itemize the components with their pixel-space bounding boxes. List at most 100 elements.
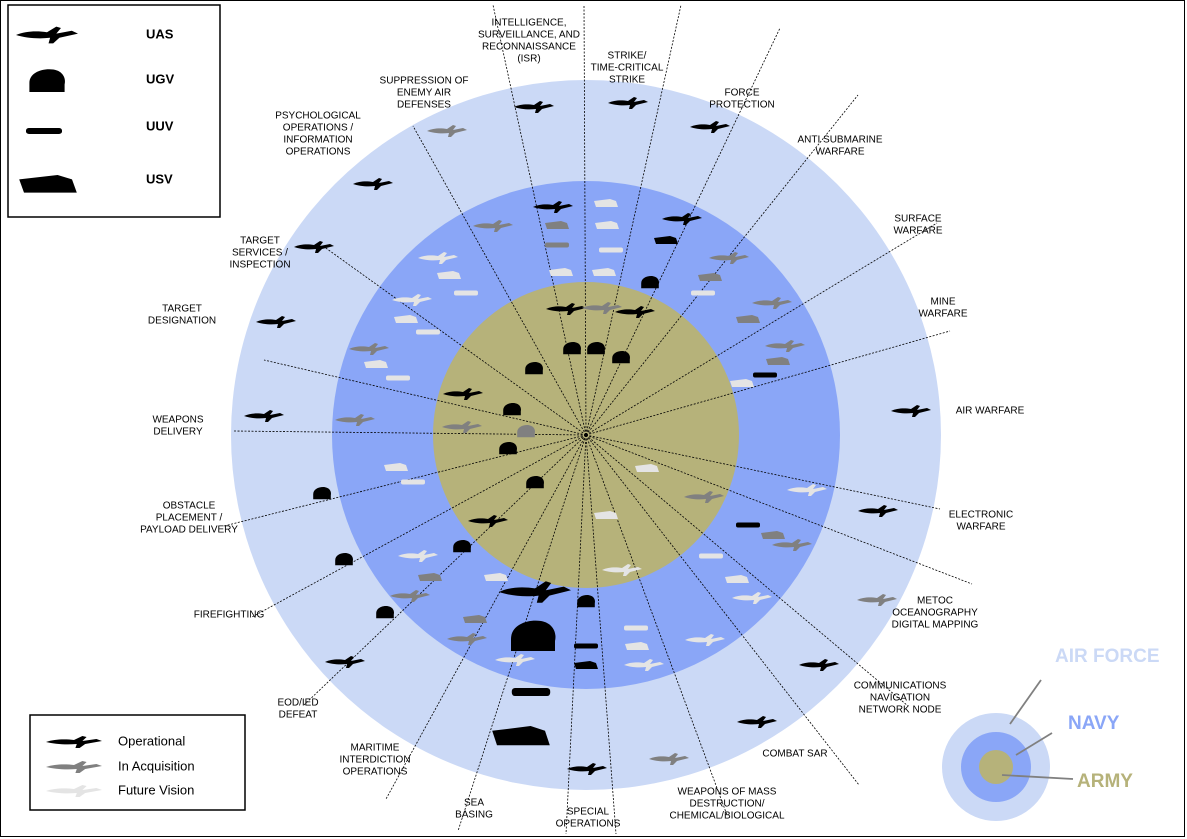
mission-label-line: INTERDICTION bbox=[339, 755, 410, 766]
mission-label-line: OPERATIONS bbox=[343, 767, 408, 778]
mission-label-line: SERVICES / bbox=[232, 248, 288, 259]
mission-label-line: AIR WARFARE bbox=[956, 406, 1025, 417]
mission-label-line: WARFARE bbox=[956, 522, 1005, 533]
mission-label-line: WARFARE bbox=[893, 226, 942, 237]
navy-label: NAVY bbox=[1068, 713, 1120, 734]
mission-label-line: WEAPONS bbox=[152, 415, 203, 426]
mission-label-line: COMBAT SAR bbox=[762, 749, 827, 760]
uuv-icon bbox=[401, 479, 425, 485]
mission-label-line: PROTECTION bbox=[709, 100, 775, 111]
mission-divider bbox=[585, 27, 781, 436]
uuv-icon bbox=[511, 688, 551, 696]
status-legend-box bbox=[29, 714, 246, 811]
mission-divider bbox=[233, 430, 587, 436]
mission-label-line: TIME-CRITICAL bbox=[591, 63, 664, 74]
mission-divider bbox=[263, 359, 587, 436]
mission-label-line: RECONNAISSANCE bbox=[482, 42, 576, 53]
mission-dividers bbox=[223, 4, 973, 835]
mission-label-line: OPERATIONS bbox=[286, 147, 351, 158]
mission-divider bbox=[385, 434, 587, 800]
mission-label-line: ANTI SUBMARINE bbox=[797, 135, 882, 146]
mission-label-line: NETWORK NODE bbox=[859, 705, 942, 716]
air-force-label: AIR FORCE bbox=[1055, 646, 1160, 667]
mission-divider bbox=[585, 434, 860, 786]
mission-label-line: ENEMY AIR bbox=[397, 88, 451, 99]
mission-divider bbox=[585, 434, 617, 835]
mission-divider bbox=[585, 434, 909, 707]
mission-label-line: DIGITAL MAPPING bbox=[892, 620, 979, 631]
mission-label-line: EOD/IED bbox=[277, 698, 318, 709]
uuv-icon bbox=[26, 128, 62, 134]
mission-divider bbox=[585, 94, 859, 436]
navy-pointer bbox=[1015, 732, 1053, 756]
mission-label-line: MARITIME bbox=[351, 743, 400, 754]
uuv-icon bbox=[699, 553, 723, 559]
status-legend: Operational In Acquisition Future Vision bbox=[46, 733, 195, 797]
vehicle-key: UAS UGV UUV USV bbox=[16, 26, 175, 193]
army-label: ARMY bbox=[1077, 771, 1133, 792]
mission-label-line: (ISR) bbox=[517, 54, 540, 65]
vehicle-key-label: UAS bbox=[146, 26, 174, 41]
mission-divider bbox=[565, 434, 587, 835]
army-pointer bbox=[1001, 774, 1074, 780]
mission-label-line: WARFARE bbox=[918, 309, 967, 320]
uuv-icon bbox=[736, 522, 760, 528]
mission-label-line: OCEANOGRAPHY bbox=[892, 608, 978, 619]
mission-label-line: SURFACE bbox=[894, 214, 942, 225]
vehicle-key-label: UUV bbox=[146, 118, 174, 133]
mission-label-line: INFORMATION bbox=[283, 135, 352, 146]
mission-label-line: SUPPRESSION OF bbox=[380, 76, 469, 87]
mission-label-line: DESTRUCTION/ bbox=[690, 799, 765, 810]
mission-label-line: ELECTRONIC bbox=[949, 510, 1013, 521]
mission-label-line: CHEMICAL/BIOLOGICAL bbox=[669, 811, 784, 822]
mission-divider bbox=[585, 434, 728, 816]
mission-label-line: NAVIGATION bbox=[870, 693, 930, 704]
mission-label-line: WARFARE bbox=[815, 147, 864, 158]
mission-label-line: OBSTACLE bbox=[163, 501, 216, 512]
mission-label-line: COMMUNICATIONS bbox=[854, 681, 947, 692]
mission-divider bbox=[251, 434, 587, 618]
mission-label-line: WEAPONS OF MASS bbox=[678, 787, 777, 798]
air-force-pointer bbox=[1009, 679, 1042, 725]
mission-label-line: METOC bbox=[917, 596, 953, 607]
mission-label-line: OPERATIONS / bbox=[283, 123, 354, 134]
mission-label-line: STRIKE/ bbox=[608, 51, 647, 62]
mission-divider bbox=[585, 434, 941, 510]
mission-label-line: OPERATIONS bbox=[556, 819, 621, 830]
mission-divider bbox=[585, 222, 938, 436]
uuv-icon bbox=[574, 643, 598, 649]
mission-label-line: STRIKE bbox=[609, 75, 645, 86]
mission-label-line: INSPECTION bbox=[229, 260, 290, 271]
mission-label-line: TARGET bbox=[240, 236, 280, 247]
mission-divider bbox=[585, 434, 973, 585]
army-key-circle bbox=[979, 750, 1013, 784]
mission-label-line: MINE bbox=[931, 297, 956, 308]
mission-label-line: DEFEAT bbox=[279, 710, 318, 721]
legend-label: In Acquisition bbox=[118, 758, 195, 773]
vehicle-key-label: USV bbox=[146, 171, 173, 186]
mission-label-line: TARGET bbox=[162, 304, 202, 315]
mission-divider bbox=[585, 330, 951, 436]
uuv-icon bbox=[416, 329, 440, 335]
mission-label-line: BASING bbox=[455, 810, 493, 821]
mission-label-line: PAYLOAD DELIVERY bbox=[140, 525, 238, 536]
mission-label-line: FIREFIGHTING bbox=[194, 610, 265, 621]
mission-label-line: SURVEILLANCE, AND bbox=[478, 30, 580, 41]
mission-divider bbox=[322, 245, 587, 436]
uuv-icon bbox=[691, 290, 715, 296]
mission-label-line: PLACEMENT / bbox=[156, 513, 223, 524]
mission-label-line: DEFENSES bbox=[397, 100, 451, 111]
mission-label-line: FORCE bbox=[725, 88, 760, 99]
mission-labels: INTELLIGENCE,SURVEILLANCE, ANDRECONNAISS… bbox=[140, 18, 1025, 830]
legend-label: Operational bbox=[118, 733, 185, 748]
uuv-icon bbox=[386, 375, 410, 381]
service-key: AIR FORCE NAVY ARMY bbox=[942, 646, 1160, 821]
mission-label-line: DELIVERY bbox=[153, 427, 203, 438]
mission-divider bbox=[583, 4, 587, 436]
vehicle-key-label: UGV bbox=[146, 71, 175, 86]
mission-label-line: SEA bbox=[464, 798, 484, 809]
mission-label-line: DESIGNATION bbox=[148, 316, 216, 327]
uuv-icon bbox=[624, 625, 648, 631]
uuv-icon bbox=[454, 290, 478, 296]
